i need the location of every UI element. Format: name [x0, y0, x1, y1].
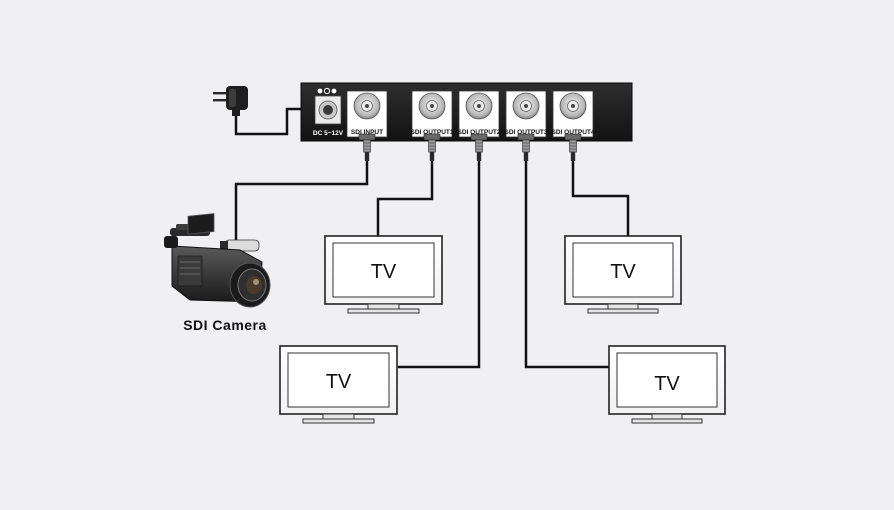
- tv-label: TV: [326, 371, 352, 393]
- cable-output1-tv: [376, 160, 434, 236]
- cable-output2-tv: [398, 160, 481, 369]
- bnc-plug-icon: [358, 133, 376, 162]
- bnc-port-output3: SDI OUTPUT3: [505, 90, 548, 138]
- camera-label: SDI Camera: [183, 317, 267, 333]
- tv-label: TV: [610, 261, 636, 283]
- video-camera-icon: [164, 213, 271, 308]
- port-label-input: SDI INPUT: [351, 129, 383, 136]
- tv-bottom-right: TV: [608, 345, 726, 424]
- port-label-output3: SDI OUTPUT3: [505, 129, 548, 136]
- tv-icon: [324, 235, 443, 314]
- tv-icon: [564, 235, 682, 314]
- bnc-port-output4: SDI OUTPUT4: [552, 90, 595, 138]
- port-label-output2: SDI OUTPUT2: [458, 129, 501, 136]
- bnc-plug-icon: [470, 133, 488, 162]
- dc-power-label: DC 5~12V: [313, 130, 344, 137]
- tv-label: TV: [371, 261, 397, 283]
- tv-icon: [608, 345, 726, 424]
- tv-top-left: TV: [324, 235, 443, 314]
- tv-label: TV: [654, 373, 680, 395]
- tv-top-right: TV: [564, 235, 682, 314]
- bnc-plug-icon: [564, 133, 582, 162]
- bnc-plug-icon: [423, 133, 441, 162]
- bnc-plug-icon: [517, 133, 535, 162]
- tv-bottom-left: TV: [279, 345, 398, 424]
- tv-icon: [279, 345, 398, 424]
- sdi-camera: SDI Camera: [164, 213, 271, 333]
- bnc-port-output1: SDI OUTPUT1: [411, 90, 454, 138]
- port-label-output1: SDI OUTPUT1: [411, 129, 454, 136]
- cable-power: [234, 107, 303, 136]
- power-adapter-icon: [213, 86, 248, 116]
- bnc-port-output2: SDI OUTPUT2: [458, 90, 501, 138]
- dc-power-socket: DC 5~12V: [313, 87, 344, 137]
- cables: [234, 107, 630, 369]
- bnc-port-input: SDI INPUT: [346, 90, 388, 138]
- cable-output4-tv: [571, 160, 630, 236]
- port-label-output4: SDI OUTPUT4: [552, 129, 595, 136]
- sdi-splitter-device: DC 5~12V SDI INPUT SDI OUTPUT1 SDI OUTPU…: [300, 82, 633, 142]
- cable-input-camera: [234, 160, 369, 244]
- cable-output3-tv: [524, 160, 611, 369]
